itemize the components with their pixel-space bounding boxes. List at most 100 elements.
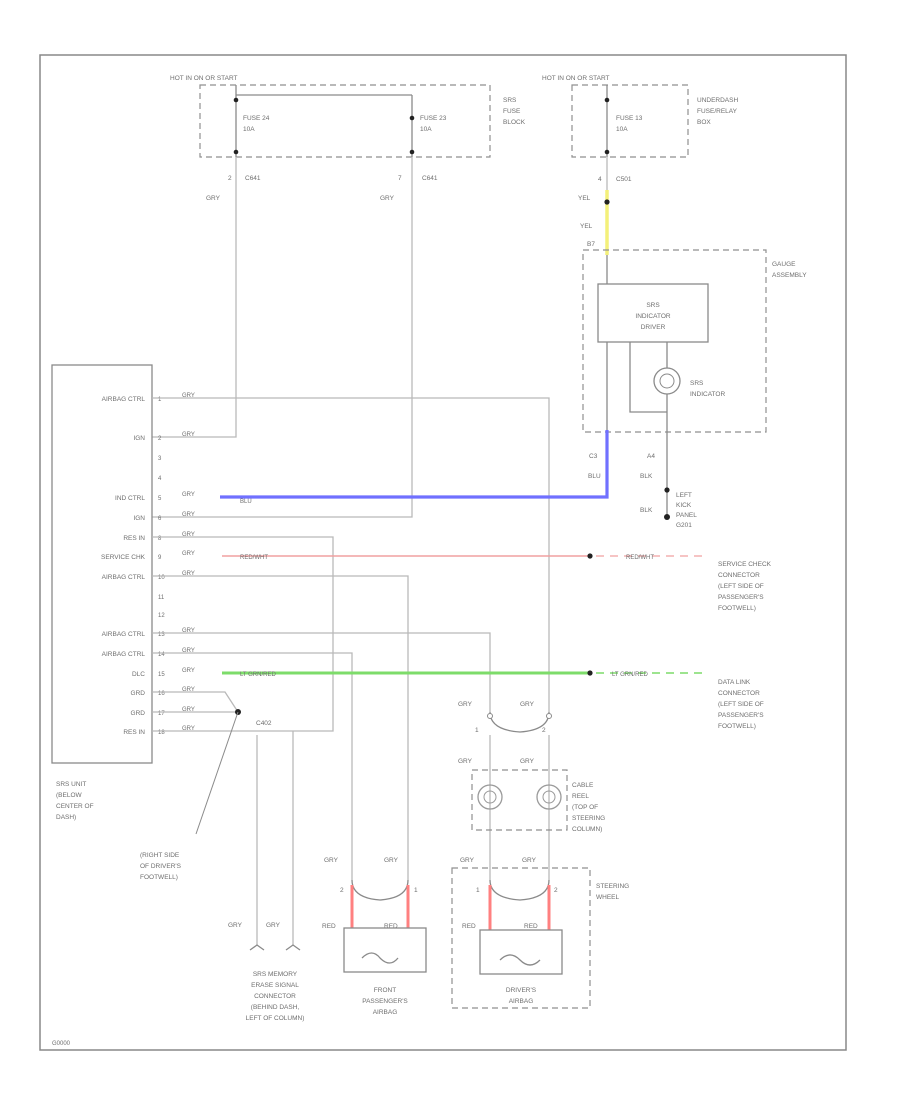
pin-2: 2 bbox=[228, 175, 232, 182]
gauge-assembly-label-2: ASSEMBLY bbox=[772, 272, 807, 279]
srs-pin-wire-color: GRY bbox=[182, 571, 195, 577]
wire-blk-lower: BLK bbox=[640, 507, 653, 514]
data-link-connector-label: DATA LINK CONNECTOR (LEFT SIDE OF PASSEN… bbox=[718, 679, 764, 730]
fuse13-rating: 10A bbox=[616, 126, 628, 133]
fuse24-terminal-top bbox=[233, 97, 239, 103]
drv-pin1: 1 bbox=[476, 887, 480, 894]
cable-reel-pin1: 1 bbox=[475, 727, 479, 734]
ground-g201-icon bbox=[664, 514, 670, 520]
svg-text:(TOP OF: (TOP OF bbox=[572, 804, 598, 811]
wire-red-wht-inline: RED/WHT bbox=[240, 555, 268, 561]
srs-pin-wire-color: GRY bbox=[182, 512, 195, 518]
pass-pin1: 1 bbox=[414, 887, 418, 894]
srs-pin-wire-color: GRY bbox=[182, 687, 195, 693]
srs-pin-name: DLC bbox=[132, 671, 145, 678]
pin-7: 7 bbox=[398, 175, 402, 182]
svg-text:SERVICE CHECK: SERVICE CHECK bbox=[718, 561, 772, 568]
drv-gry-left: GRY bbox=[460, 857, 475, 864]
srs-pin-number: 5 bbox=[158, 496, 162, 502]
srs-pin-name: IGN bbox=[133, 515, 145, 522]
fuse23-terminal-top bbox=[409, 115, 415, 121]
srs-pin-wire-color: GRY bbox=[182, 551, 195, 557]
srs-pin-number: 13 bbox=[158, 632, 165, 638]
svg-text:G201: G201 bbox=[676, 522, 692, 529]
cable-reel-box bbox=[471, 769, 568, 831]
svg-text:PASSENGER'S: PASSENGER'S bbox=[718, 712, 764, 719]
srs-pin-name: GRD bbox=[131, 710, 146, 717]
wire-airbag-ctrl-pin13 bbox=[152, 632, 491, 712]
memory-erase-connector-label: SRS MEMORY ERASE SIGNAL CONNECTOR (BEHIN… bbox=[246, 971, 305, 1022]
memory-erase-terminal-right-icon bbox=[285, 944, 301, 951]
left-kick-panel-label: LEFT KICK PANEL G201 bbox=[676, 492, 697, 529]
srs-pin-number: 11 bbox=[158, 595, 165, 601]
cable-reel-pin-left bbox=[487, 713, 493, 719]
steering-wheel-label-2: WHEEL bbox=[596, 894, 620, 901]
srs-driver-label-2: INDICATOR bbox=[635, 313, 670, 320]
cable-reel-connector-icon bbox=[489, 711, 550, 733]
srs-pin-name: AIRBAG CTRL bbox=[102, 631, 146, 638]
srs-pin-name: IGN bbox=[133, 435, 145, 442]
srs-pin-wire-color: GRY bbox=[182, 492, 195, 498]
srs-pin-number: 1 bbox=[158, 397, 162, 403]
svg-text:FUSE: FUSE bbox=[503, 108, 521, 115]
srs-pin-number: 15 bbox=[158, 672, 165, 678]
svg-text:DATA LINK: DATA LINK bbox=[718, 679, 751, 686]
cable-reel-coil-right-icon bbox=[536, 784, 562, 810]
fuse23-label: FUSE 23 bbox=[420, 115, 447, 122]
wire-blu-label: BLU bbox=[588, 473, 601, 480]
srs-pin-name: RES IN bbox=[123, 535, 145, 542]
svg-text:REEL: REEL bbox=[572, 793, 589, 800]
srs-pin-number: 12 bbox=[158, 613, 165, 619]
wire-gry-left: GRY bbox=[206, 195, 221, 202]
srs-pin-number: 10 bbox=[158, 575, 165, 581]
cable-reel-label: CABLE REEL (TOP OF STEERING COLUMN) bbox=[572, 782, 605, 833]
srs-pin-name: SERVICE CHK bbox=[101, 554, 146, 561]
wire-blk-upper: BLK bbox=[640, 473, 653, 480]
srs-pin-name: RES IN bbox=[123, 729, 145, 736]
srs-pin-number: 16 bbox=[158, 691, 165, 697]
hot-label-right: HOT IN ON OR START bbox=[542, 75, 610, 82]
gauge-assembly-label: GAUGE bbox=[772, 261, 796, 268]
svg-text:PANEL: PANEL bbox=[676, 512, 697, 519]
gauge-assembly-box bbox=[582, 249, 767, 433]
svg-text:OF DRIVER'S: OF DRIVER'S bbox=[140, 863, 182, 870]
driver-airbag-box bbox=[479, 929, 563, 975]
svg-text:KICK: KICK bbox=[676, 502, 692, 509]
fuse13-terminal-top bbox=[604, 97, 610, 103]
srs-pin-number: 6 bbox=[158, 516, 162, 522]
srs-indicator-label-1: SRS bbox=[690, 380, 704, 387]
svg-text:(LEFT SIDE OF: (LEFT SIDE OF bbox=[718, 583, 764, 590]
splice-yel bbox=[604, 199, 610, 205]
wire-driver-indicator bbox=[629, 342, 667, 413]
fuse13-terminal-bottom bbox=[604, 149, 610, 155]
svg-text:COLUMN): COLUMN) bbox=[572, 826, 602, 833]
wire-lt-grn-inline: LT GRN/RED bbox=[240, 672, 276, 678]
srs-pin-wire-color: GRY bbox=[182, 726, 195, 732]
steering-wheel-box bbox=[451, 867, 591, 1009]
drv-gry-right: GRY bbox=[522, 857, 537, 864]
pass-red-right: RED bbox=[384, 923, 398, 930]
svg-text:SRS MEMORY: SRS MEMORY bbox=[253, 971, 298, 978]
srs-fuse-block-box bbox=[199, 84, 491, 158]
srs-pin-number: 18 bbox=[158, 730, 165, 736]
srs-pin-wire-color: GRY bbox=[182, 432, 195, 438]
drv-squib-icon bbox=[499, 954, 541, 966]
cable-reel-gry-left: GRY bbox=[458, 701, 473, 708]
srs-pin-name: AIRBAG CTRL bbox=[102, 574, 146, 581]
cable-reel-pin-right bbox=[546, 713, 552, 719]
fuse23-terminal-bottom bbox=[409, 149, 415, 155]
cable-reel-gry-right: GRY bbox=[520, 701, 535, 708]
srs-pin-wire-color: GRY bbox=[182, 648, 195, 654]
fuse24-terminal-bottom bbox=[233, 149, 239, 155]
connector-c501: C501 bbox=[616, 176, 632, 183]
front-passenger-airbag-label: FRONT PASSENGER'S AIRBAG bbox=[362, 987, 408, 1016]
srs-indicator-label-2: INDICATOR bbox=[690, 391, 725, 398]
svg-text:BOX: BOX bbox=[697, 119, 711, 126]
cable-reel-gry-left-2: GRY bbox=[458, 758, 473, 765]
front-passenger-airbag-box bbox=[343, 927, 427, 973]
connector-c641-left: C641 bbox=[245, 175, 261, 182]
srs-pin-name: AIRBAG CTRL bbox=[102, 651, 146, 658]
drv-red-right: RED bbox=[524, 923, 538, 930]
service-check-terminal bbox=[587, 553, 593, 559]
connector-c641-right: C641 bbox=[422, 175, 438, 182]
